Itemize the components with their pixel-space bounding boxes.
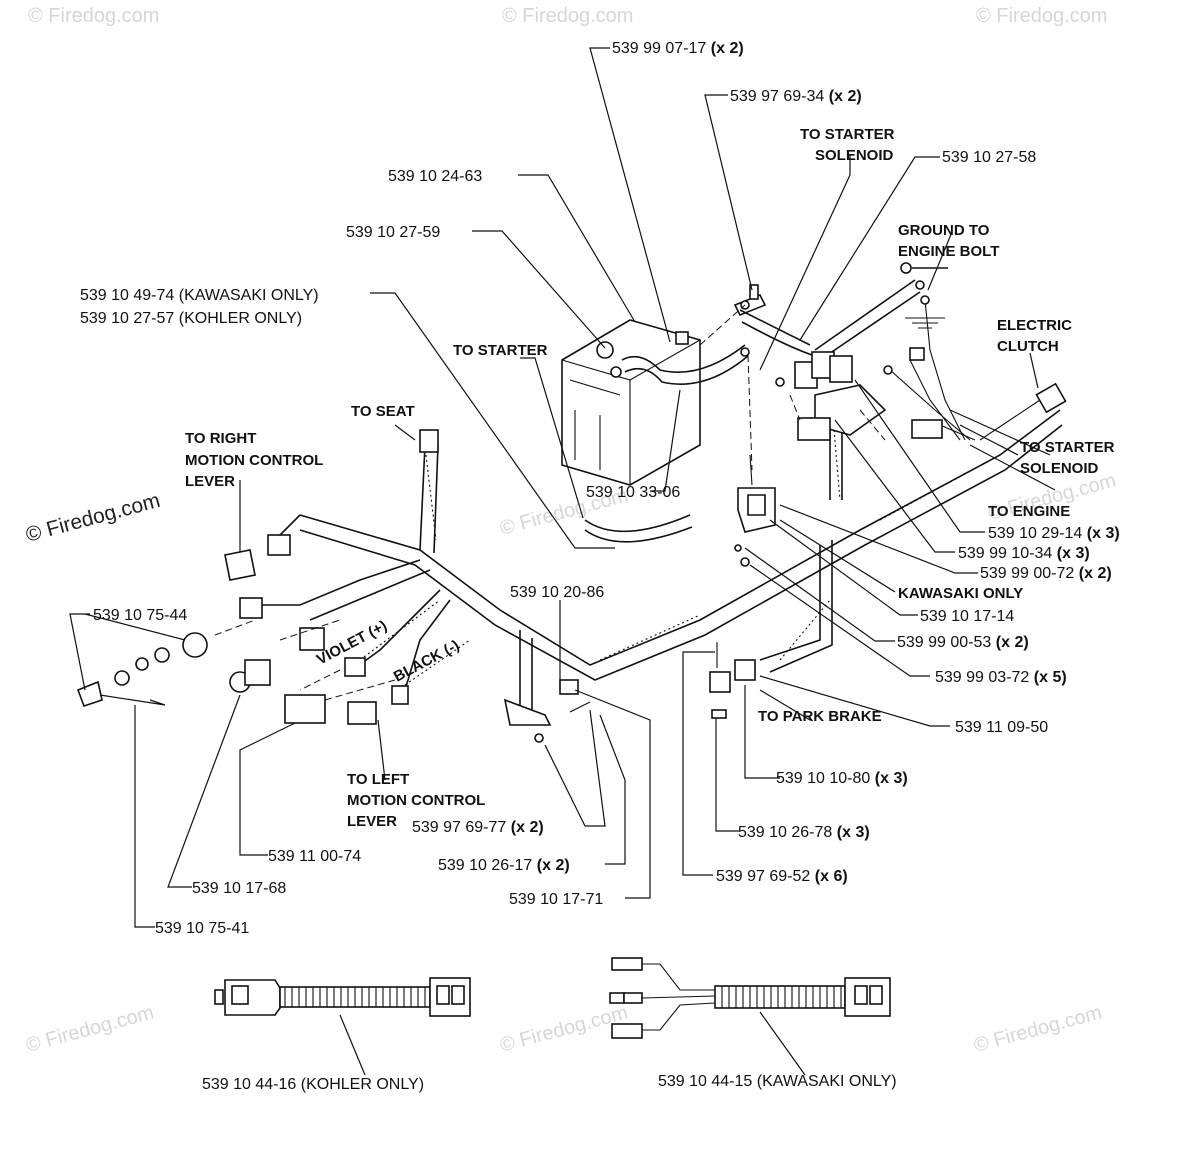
kohler-adapter [214,977,471,1017]
relay-block [775,351,887,441]
part-label: 539 10 75-44 [93,607,187,624]
note-ground: ENGINE BOLT [898,243,999,260]
part-label: 539 10 17-14 [920,608,1014,625]
part-label: 539 10 75-41 [155,920,249,937]
part-label: 539 10 20-86 [510,584,604,601]
note-ground: GROUND TO [898,222,990,239]
part-label: 539 10 24-63 [388,168,482,185]
watermark: © Firedog.com [972,1002,1105,1057]
note-to-seat: TO SEAT [351,403,415,420]
note-electric-clutch: ELECTRIC [997,317,1072,334]
note-to-right-motion: MOTION CONTROL [185,452,323,469]
note-to-left-motion: MOTION CONTROL [347,792,485,809]
part-label: 539 10 27-58 [942,149,1036,166]
note-to-engine: TO ENGINE [988,503,1070,520]
battery [561,319,701,486]
part-label: 539 10 27-57 (KOHLER ONLY) [80,310,302,327]
note-to-starter-solenoid-right: TO STARTER [1020,439,1115,456]
engine-connectors [883,347,1067,439]
park-brake-connector [709,642,756,719]
note-to-left-motion: TO LEFT [347,771,409,788]
watermark: © Firedog.com [976,5,1107,27]
kawasaki-bracket [734,454,776,567]
part-labels: 539 99 07-17 (x 2) 539 97 69-34 (x 2) 53… [80,40,1120,1093]
part-label: 539 99 00-72 (x 2) [980,565,1112,582]
watermark: © Firedog.com [502,5,633,27]
right-motion-connectors [224,534,291,581]
assembly-lines [214,304,886,701]
note-to-park-brake: TO PARK BRAKE [758,708,882,725]
part-label: 539 10 17-68 [192,880,286,897]
part-label: 539 10 29-14 (x 3) [988,525,1120,542]
part-label: 539 99 07-17 (x 2) [612,40,744,57]
watermark: © Firedog.com [498,1002,631,1057]
main-harness [262,299,1063,710]
note-to-starter-solenoid: SOLENOID [815,147,894,164]
note-to-starter-solenoid-right: SOLENOID [1020,460,1099,477]
ignition-switch [76,597,409,725]
kawasaki-adapter [609,957,891,1039]
ground-cable [900,262,948,329]
note-to-starter-solenoid: TO STARTER [800,126,895,143]
part-label: 539 10 49-74 (KAWASAKI ONLY) [80,287,319,304]
part-label: 539 97 69-34 (x 2) [730,88,862,105]
part-label: 539 99 03-72 (x 5) [935,669,1067,686]
note-black: BLACK (-) [391,637,462,686]
note-to-left-motion: LEVER [347,813,397,830]
battery-cables [584,279,925,543]
leader-lines [69,47,1056,1076]
bracket-assembly [503,679,591,743]
watermark: © Firedog.com [24,1002,157,1057]
seat-connector [419,429,439,453]
part-label: 539 99 00-53 (x 2) [897,634,1029,651]
part-label: 539 10 26-17 (x 2) [438,857,570,874]
part-label: 539 10 10-80 (x 3) [776,770,908,787]
part-label: 539 10 26-78 (x 3) [738,824,870,841]
part-label: 539 11 00-74 [268,848,361,865]
part-label: 539 10 44-16 (KOHLER ONLY) [202,1076,424,1093]
note-kawasaki-only: KAWASAKI ONLY [898,585,1023,602]
part-label: 539 10 27-59 [346,224,440,241]
part-label: 539 10 17-71 [509,891,603,908]
note-to-right-motion: LEVER [185,473,235,490]
note-to-starter: TO STARTER [453,342,548,359]
part-label: 539 97 69-77 (x 2) [412,819,544,836]
watermark: © Firedog.com [28,5,159,27]
note-to-right-motion: TO RIGHT [185,430,256,447]
part-label: 539 11 09-50 [955,719,1048,736]
part-label: 539 10 33-06 [586,484,680,501]
note-electric-clutch: CLUTCH [997,338,1059,355]
part-label: 539 99 10-34 (x 3) [958,545,1090,562]
part-label: 539 97 69-52 (x 6) [716,868,848,885]
watermark-main: © Firedog.com [23,489,162,547]
part-label: 539 10 44-15 (KAWASAKI ONLY) [658,1073,897,1090]
